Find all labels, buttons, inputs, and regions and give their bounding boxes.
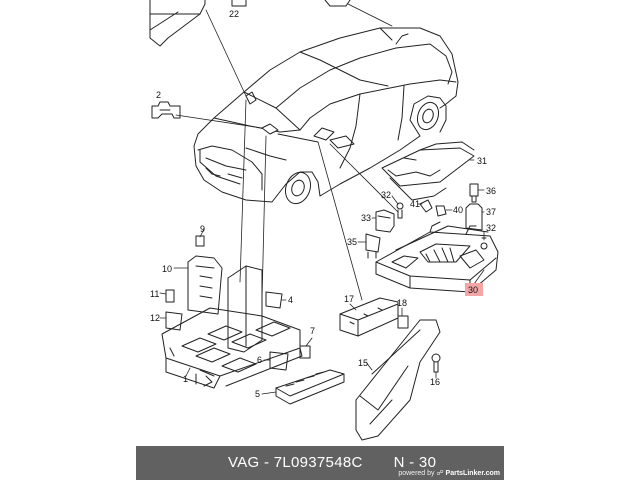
callout-32-lower: 32 [486, 223, 496, 233]
callout-6: 6 [257, 355, 262, 365]
callout-9: 9 [200, 224, 205, 234]
caption-position: N - 30 [393, 454, 437, 471]
caption-separator: - [263, 454, 270, 471]
part-6 [269, 351, 289, 371]
callout-2: 2 [156, 90, 161, 100]
callout-32-upper: 32 [381, 190, 391, 200]
part-30-fuse-box [375, 221, 499, 293]
part-31-tray [381, 141, 475, 201]
part-11 [165, 289, 175, 303]
callout-37: 37 [486, 207, 496, 217]
part-top-left-bracket [149, 0, 247, 47]
part-32-bolt [396, 202, 404, 219]
part-16 [431, 353, 441, 373]
callout-1: 1 [183, 374, 188, 384]
part-5-strip [275, 369, 345, 405]
part-10 [187, 255, 223, 315]
callout-36: 36 [486, 186, 496, 196]
part-12 [165, 311, 183, 331]
callout-10: 10 [162, 264, 172, 274]
part-15 [355, 319, 441, 441]
part-1-relay-holder [161, 265, 303, 389]
callout-22: 22 [229, 9, 239, 19]
part-2-clip [151, 101, 181, 119]
part-7 [299, 345, 311, 359]
callout-18: 18 [397, 298, 407, 308]
callout-4: 4 [288, 295, 293, 305]
callout-16: 16 [430, 377, 440, 387]
part-caption: VAG - 7L0937548C N - 30 [228, 454, 436, 471]
callout-17: 17 [344, 294, 354, 304]
part-9 [195, 235, 205, 247]
part-4 [265, 291, 283, 309]
callout-30-highlight [465, 283, 483, 296]
powered-by-site: PartsLinker.com [445, 470, 500, 477]
partslinker-logo-icon: ☍ [436, 470, 444, 477]
caption-brand: VAG [228, 454, 260, 471]
callout-11: 11 [150, 289, 159, 299]
callout-35: 35 [347, 237, 357, 247]
part-2-top [324, 0, 351, 7]
part-35-relay [365, 233, 381, 259]
powered-by: powered by ☍ PartsLinker.com [398, 469, 500, 477]
part-18 [397, 315, 409, 329]
callout-15: 15 [358, 358, 368, 368]
part-36 [469, 183, 479, 203]
callout-12: 12 [150, 313, 160, 323]
callout-41: 41 [410, 199, 420, 209]
powered-by-prefix: powered by [398, 470, 435, 477]
callout-40: 40 [453, 205, 463, 215]
callout-30: 30 [468, 285, 478, 295]
caption-bar: VAG - 7L0937548C N - 30 powered by ☍ Par… [136, 446, 504, 480]
vehicle-outline [193, 27, 459, 205]
callout-31: 31 [477, 156, 487, 166]
part-37 [465, 203, 483, 231]
caption-part-number: 7L0937548C [273, 454, 363, 471]
callout-33: 33 [361, 213, 371, 223]
part-33 [375, 209, 395, 233]
callout-7: 7 [310, 326, 315, 336]
callout-5: 5 [255, 389, 260, 399]
